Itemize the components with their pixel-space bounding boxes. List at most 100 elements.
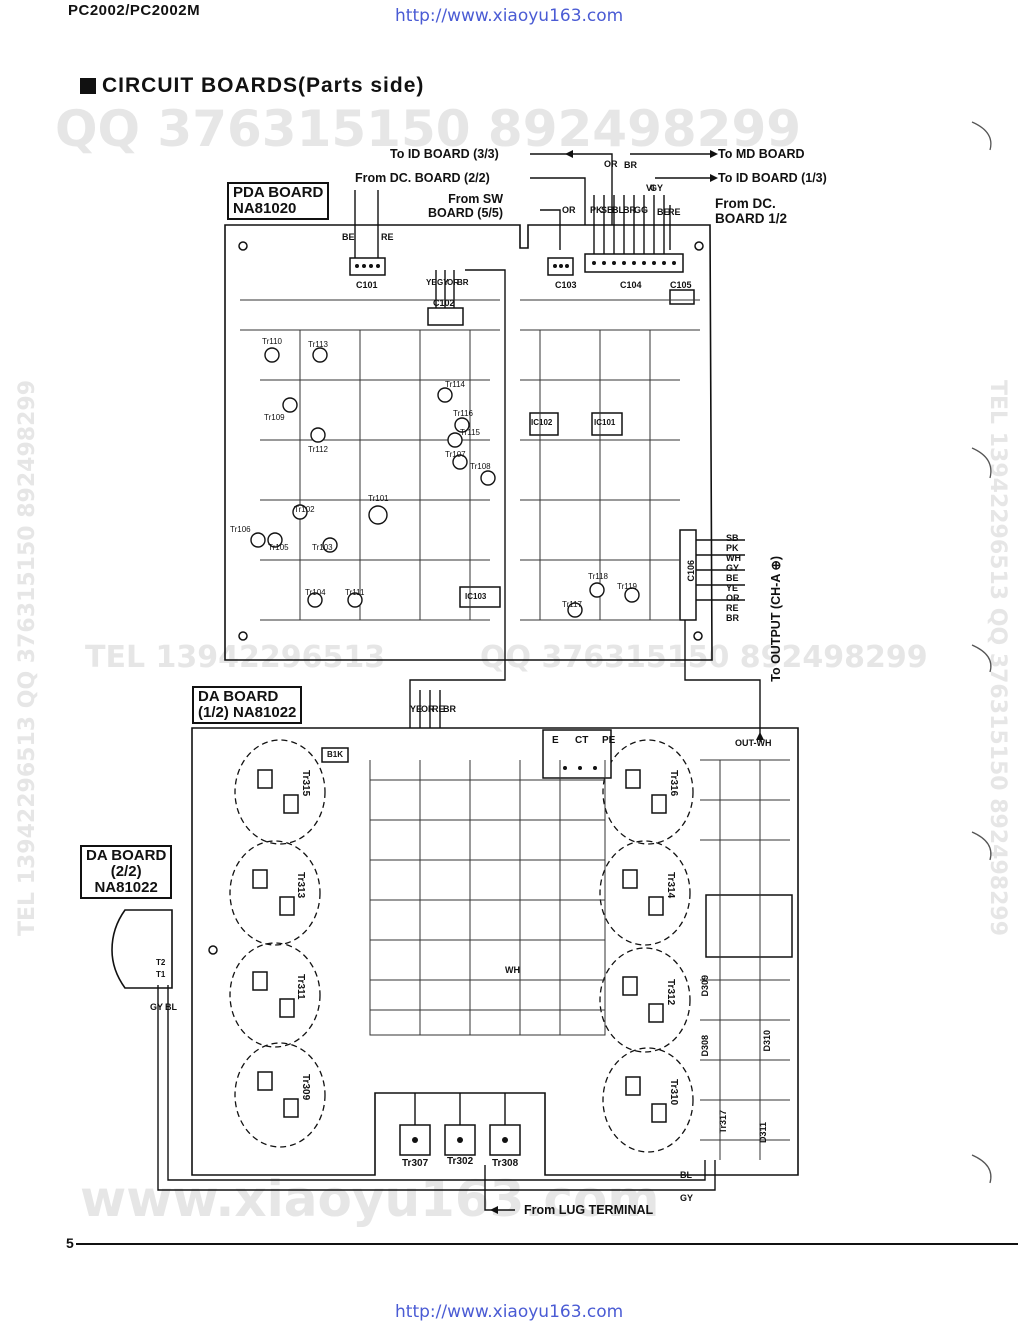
label-b1k: B1K [327,750,344,759]
label-tr104: Tr104 [305,588,326,597]
wire-re-pda: RE [381,232,394,242]
label-tr108: Tr108 [470,462,491,471]
wire-wh-c106: WH [726,553,741,563]
transistor-symbol [454,417,470,433]
watermark-tel: TEL 13942296513 [85,640,386,675]
transistor-symbol [264,347,280,363]
wire-br-c102: BR [457,278,469,287]
transistor-symbol [292,504,308,520]
wire-wh-label: WH [505,965,520,975]
wire-or-da: OR [421,704,435,714]
label-tr114: Tr114 [445,380,466,389]
tr302-body [444,1124,476,1156]
tr312-outline [599,947,691,1053]
pin [592,261,596,265]
wire-or-c106: OR [726,593,740,603]
label-tr103: Tr103 [312,543,333,552]
wire-pk: PK [590,205,603,215]
wire-sb-c106: SB [726,533,739,543]
label-d309: D309 [700,975,710,997]
connector-c106 [679,529,697,621]
label-to-id-33: To ID BOARD (3/3) [390,147,499,161]
watermark-qq: QQ 376315150 892498299 [55,100,802,158]
pin [559,264,563,268]
pin [602,261,606,265]
wire-gy-bottom: GY [150,1002,164,1012]
pin [632,261,636,265]
wire-or-top: OR [604,159,618,169]
label-ic101: IC101 [594,418,616,427]
label-from-lug: From LUG TERMINAL [524,1203,654,1217]
label-tr308: Tr308 [492,1158,519,1169]
wire-gy-label: GY [680,1193,694,1203]
top-url[interactable]: http://www.xiaoyu163.com [395,6,624,26]
label-ic103: IC103 [465,592,487,601]
wire-or-c102: OR [447,278,459,287]
transistor-symbol [310,427,326,443]
connector-c102 [427,307,464,326]
label-tr115: Tr115 [460,428,481,437]
transistor-symbol [312,347,328,363]
mount-hole [238,631,248,641]
pin [362,264,366,268]
wire-re-c106: RE [726,603,739,613]
wire-gy-c106: GY [726,563,740,573]
label-tr312: Tr312 [665,979,676,1006]
transistor-symbol [282,397,298,413]
label-tr116: Tr116 [453,409,474,418]
mount-hole [694,241,704,251]
label-c104: C104 [620,280,642,290]
model-number: PC2002/PC2002M [68,2,201,19]
pin [662,261,666,265]
mount-hole [238,241,248,251]
wire-bl-bottom: BL [165,1002,177,1012]
pin [565,264,569,268]
wire-ye-da: YE [410,704,423,714]
label-tr310: Tr310 [668,1079,679,1106]
pda-board-label: PDA BOARD NA81020 [227,182,330,220]
tr315-outline [234,739,326,845]
da22-board-outline [111,909,173,989]
da12-board-label: DA BOARD (1/2) NA81022 [192,686,303,724]
wire-sb: SB [601,205,614,215]
label-tr314: Tr314 [665,872,676,899]
tr309-outline [234,1042,326,1148]
tr310-outline [602,1047,694,1153]
transistor-symbol [452,454,468,470]
transistor-symbol [437,387,453,403]
wire-gy-top: GY [650,183,664,193]
label-from-dc-12: From DC. BOARD 1/2 [715,196,788,226]
transistor-symbol [589,582,605,598]
label-t1: T1 [156,970,166,979]
wire-gy-c102: GY [437,278,449,287]
connector-c101 [349,257,386,276]
transistor-symbol [624,587,640,603]
watermark-tel-qq: QQ 376315150 892498299 [480,640,928,675]
label-c101: C101 [356,280,378,290]
wire-vi: VI [646,183,655,193]
label-tr315: Tr315 [300,770,311,797]
pin [355,264,359,268]
label-tr302: Tr302 [447,1156,474,1167]
label-tr110: Tr110 [262,337,283,346]
wire-be: BE [657,207,670,217]
label-tr102: Tr102 [294,505,315,514]
transistor-symbol [447,432,463,448]
wire-re: RE [668,207,681,217]
transistor-symbol [322,537,338,553]
heading-text: CIRCUIT BOARDS(Parts side) [102,74,425,97]
terminal-e: E [552,735,559,746]
wire-re-da: RE [432,704,445,714]
bottom-url[interactable]: http://www.xiaoyu163.com [395,1302,624,1322]
connector-c105 [669,289,695,305]
transistor-symbol [307,592,323,608]
coil-block [705,894,793,958]
label-tr107: Tr107 [445,450,466,459]
bullet-square [80,78,96,94]
pin [672,261,676,265]
wire-bl: BL [612,205,624,215]
label-d310: D310 [762,1030,772,1052]
mount-hole [208,945,218,955]
label-tr113: Tr113 [308,340,329,349]
